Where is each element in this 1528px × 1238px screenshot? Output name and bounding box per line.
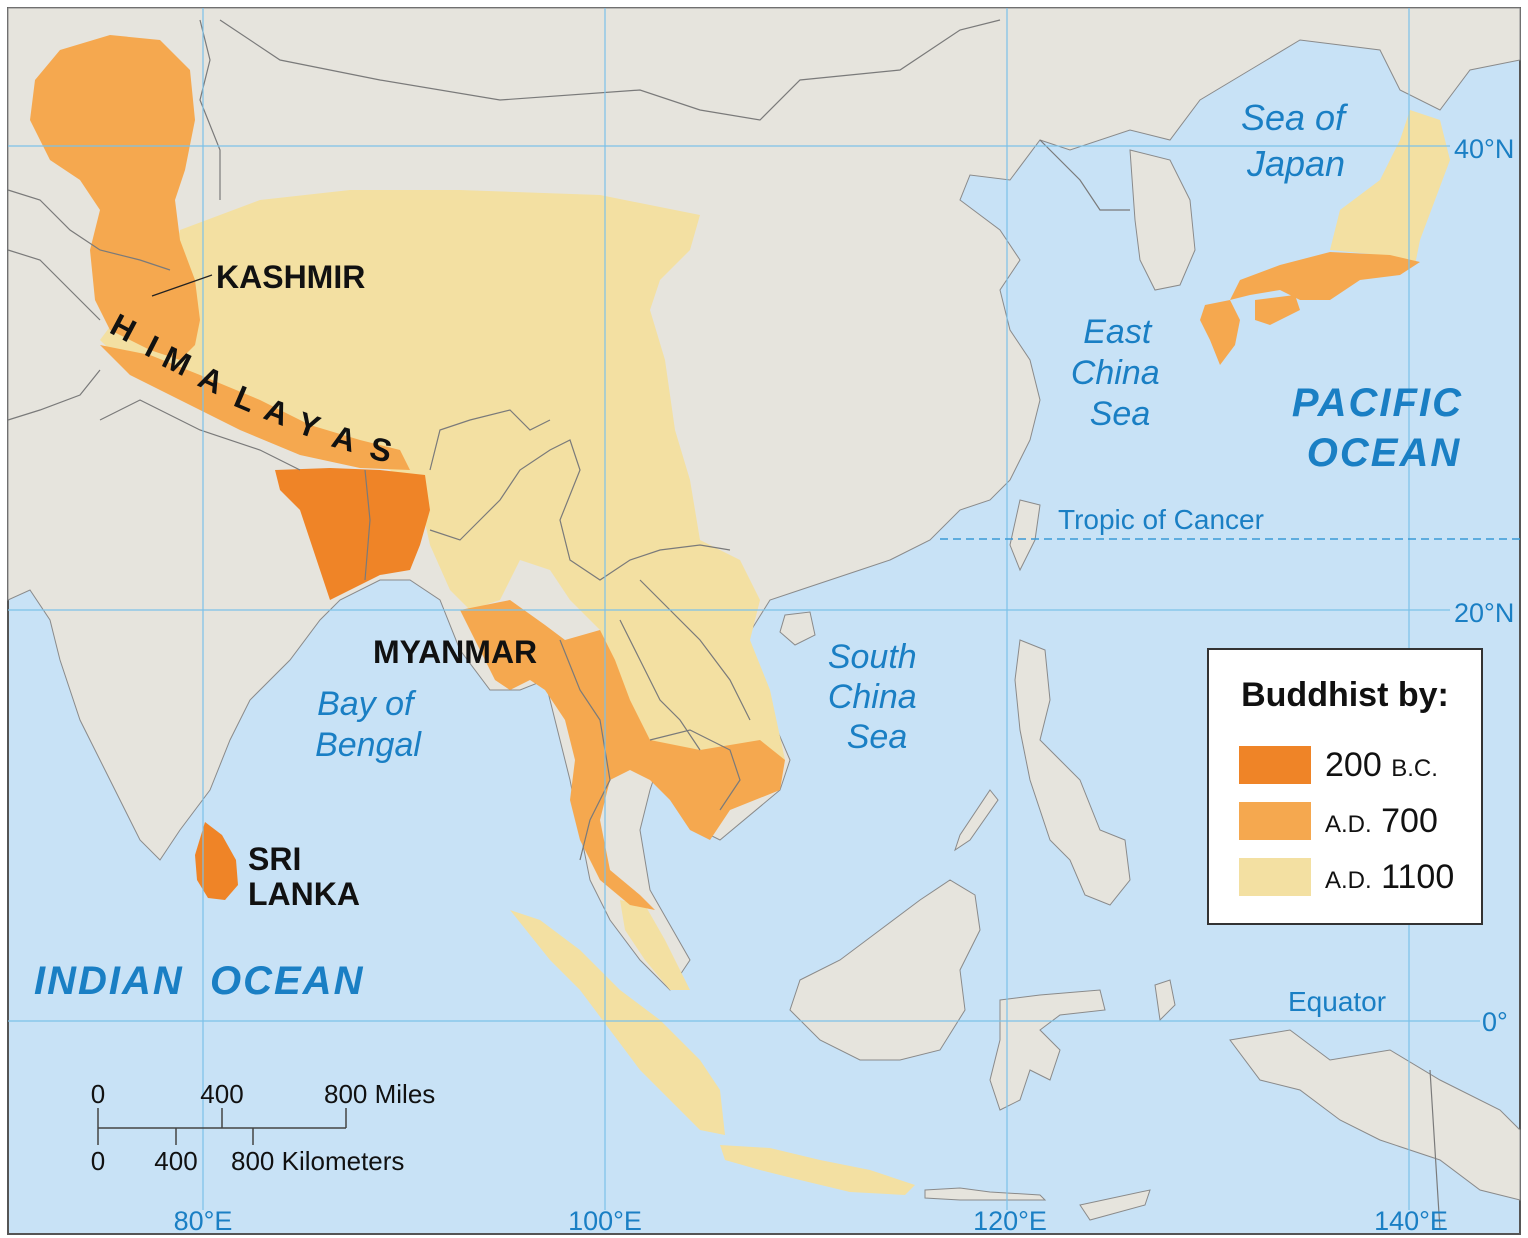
scale-bar: 0 400 800 Miles 0 400 800 Kilometers <box>91 1079 436 1176</box>
label-east-china-sea: East China Sea <box>1071 313 1169 433</box>
label-lon-120e: 120°E <box>973 1206 1047 1236</box>
scale-miles-800: 800 Miles <box>324 1079 435 1109</box>
land-palawan <box>954 789 999 852</box>
scale-km-800: 800 Kilometers <box>231 1146 404 1176</box>
land-philippines <box>1014 639 1131 906</box>
region-1100-china <box>100 190 785 780</box>
label-south-china-sea: South China Sea <box>828 638 926 756</box>
kashmir-leader-line <box>151 274 213 297</box>
legend-label-200bc: 200 B.C. <box>1325 746 1438 784</box>
region-1100-sumatra <box>510 910 725 1135</box>
label-lon-100e: 100°E <box>568 1206 642 1236</box>
label-sea-of-japan: Sea of Japan <box>1241 97 1355 184</box>
label-lat-0: 0° <box>1482 1007 1508 1037</box>
legend-label-ad1100: A.D. 1100 <box>1325 858 1455 896</box>
region-200bc-gangetic <box>275 468 430 600</box>
national-borders <box>7 19 1441 1231</box>
scale-miles-0: 0 <box>91 1079 105 1109</box>
land-lesser-sunda <box>924 1187 1047 1201</box>
label-pacific-ocean: PACIFIC OCEAN <box>1292 381 1476 475</box>
region-700-southeast <box>460 600 785 910</box>
land-sulawesi <box>989 989 1106 1111</box>
land-japan-north <box>1330 110 1450 265</box>
land-sri-lanka <box>195 822 238 900</box>
legend-swatch-ad1100 <box>1239 858 1311 896</box>
label-equator: Equator <box>1288 986 1386 1017</box>
region-700-northwest <box>30 35 200 360</box>
land-hainan <box>779 611 816 646</box>
region-1100-java <box>720 1145 915 1195</box>
land-kyushu <box>1200 300 1240 365</box>
region-1100-malaya <box>620 900 690 990</box>
land-shikoku <box>1255 295 1300 325</box>
label-bay-of-bengal: Bay of Bengal <box>315 685 423 764</box>
scale-km-0: 0 <box>91 1146 105 1176</box>
scale-miles-400: 400 <box>200 1079 243 1109</box>
label-lon-80e: 80°E <box>174 1206 233 1236</box>
label-kashmir: KASHMIR <box>216 259 365 295</box>
label-indian-ocean: INDIAN OCEAN <box>34 959 364 1003</box>
label-lat-40n: 40°N <box>1454 134 1514 164</box>
region-700-himalaya-band <box>100 345 410 470</box>
legend-swatch-200bc <box>1239 746 1311 784</box>
label-myanmar: MYANMAR <box>373 634 537 670</box>
land-taiwan <box>1009 499 1041 572</box>
land-korea <box>1129 149 1196 291</box>
label-lon-140e: 140°E <box>1374 1206 1448 1236</box>
land-japan-south <box>1230 252 1420 300</box>
graticule <box>8 8 1520 1210</box>
label-lat-20n: 20°N <box>1454 598 1514 628</box>
label-sri-lanka: SRI LANKA <box>248 841 360 912</box>
scale-km-400: 400 <box>154 1146 197 1176</box>
land-new-guinea <box>1229 1029 1521 1201</box>
legend-label-ad700: A.D. 700 <box>1325 802 1438 840</box>
land-timor <box>1079 1189 1151 1221</box>
legend-title: Buddhist by: <box>1241 676 1449 714</box>
label-tropic-of-cancer: Tropic of Cancer <box>1058 504 1264 535</box>
land-halmahera <box>1154 979 1176 1022</box>
land-borneo <box>789 879 981 1061</box>
legend-swatch-ad700 <box>1239 802 1311 840</box>
legend: Buddhist by: 200 B.C. A.D. 700 A.D. 1100 <box>1207 648 1483 925</box>
